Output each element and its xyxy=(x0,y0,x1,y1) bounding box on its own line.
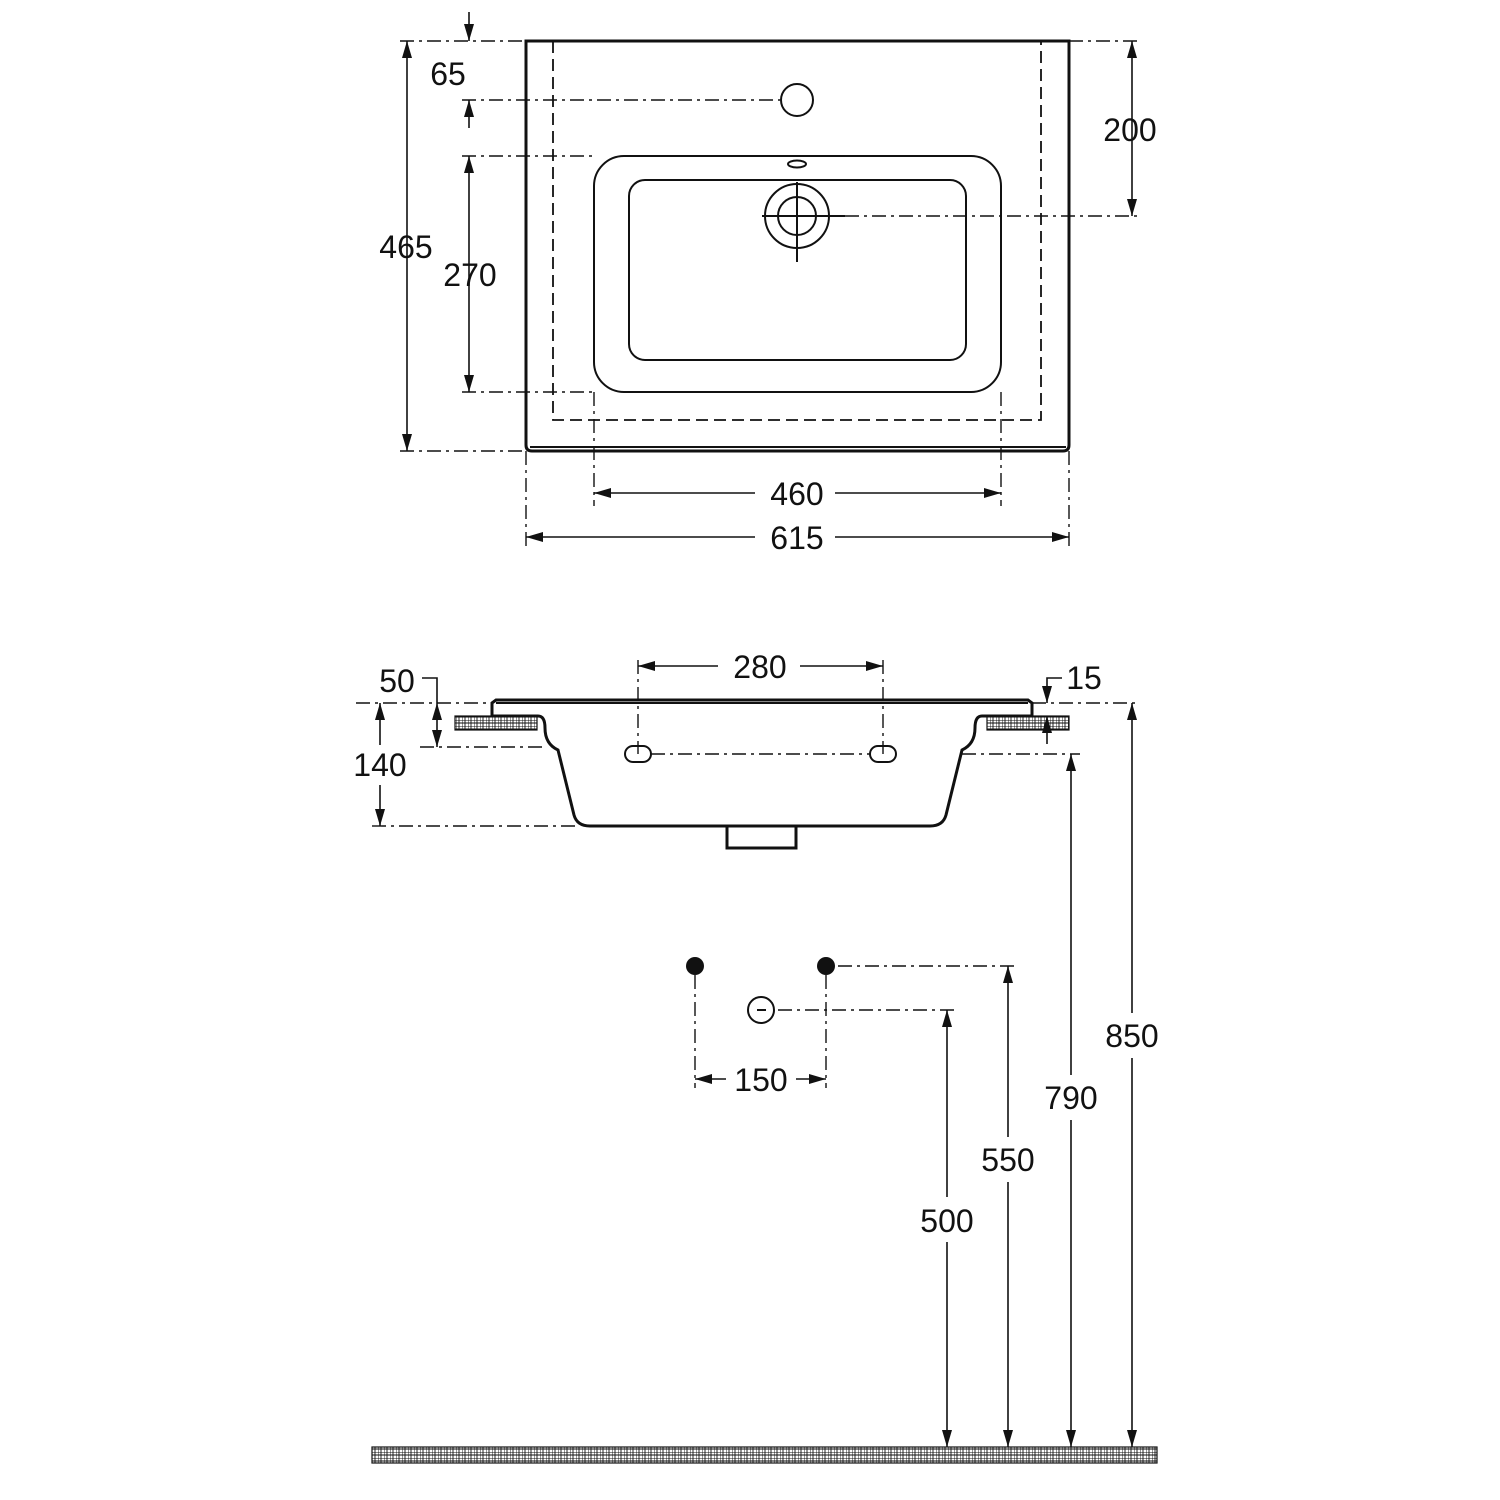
label-tap-hole-offset: 65 xyxy=(430,56,466,92)
label-rim-height: 850 xyxy=(1105,1018,1158,1054)
dim-line-rim-thickness xyxy=(422,677,438,703)
floor-line xyxy=(371,1446,1158,1464)
label-bowl-width: 460 xyxy=(770,476,823,512)
label-overall-depth: 465 xyxy=(379,229,432,265)
label-overhang: 15 xyxy=(1066,660,1102,696)
label-fixing-spacing: 280 xyxy=(733,649,786,685)
label-waste-height: 500 xyxy=(920,1203,973,1239)
top-view: 465 65 270 200 460 615 xyxy=(379,12,1157,556)
label-waste-offset: 200 xyxy=(1103,112,1156,148)
supply-point-left-icon xyxy=(686,957,704,975)
worktop-left xyxy=(454,715,538,731)
label-fixing-height: 790 xyxy=(1044,1080,1097,1116)
tap-hole-icon xyxy=(780,83,814,117)
bowl-inner xyxy=(628,179,967,361)
supply-point-right-icon xyxy=(817,957,835,975)
bowl-outer-rim xyxy=(593,155,1002,393)
label-overall-width: 615 xyxy=(770,520,823,556)
label-supply-height: 550 xyxy=(981,1142,1034,1178)
waste-outlet xyxy=(725,826,798,850)
label-supply-spacing: 150 xyxy=(734,1062,787,1098)
label-basin-depth: 140 xyxy=(353,747,406,783)
overflow-slot xyxy=(787,159,807,169)
side-view: 280 50 15 140 xyxy=(353,649,1140,850)
installation-view: 150 500 550 790 850 xyxy=(371,703,1159,1464)
label-bowl-depth: 270 xyxy=(443,257,496,293)
basin-profile xyxy=(490,698,1034,828)
worktop-right xyxy=(986,715,1070,731)
basin-outline xyxy=(524,39,1071,453)
label-rim-thickness: 50 xyxy=(379,663,415,699)
waste-point-icon xyxy=(747,996,775,1024)
cabinet-hidden-outline xyxy=(552,41,1042,421)
